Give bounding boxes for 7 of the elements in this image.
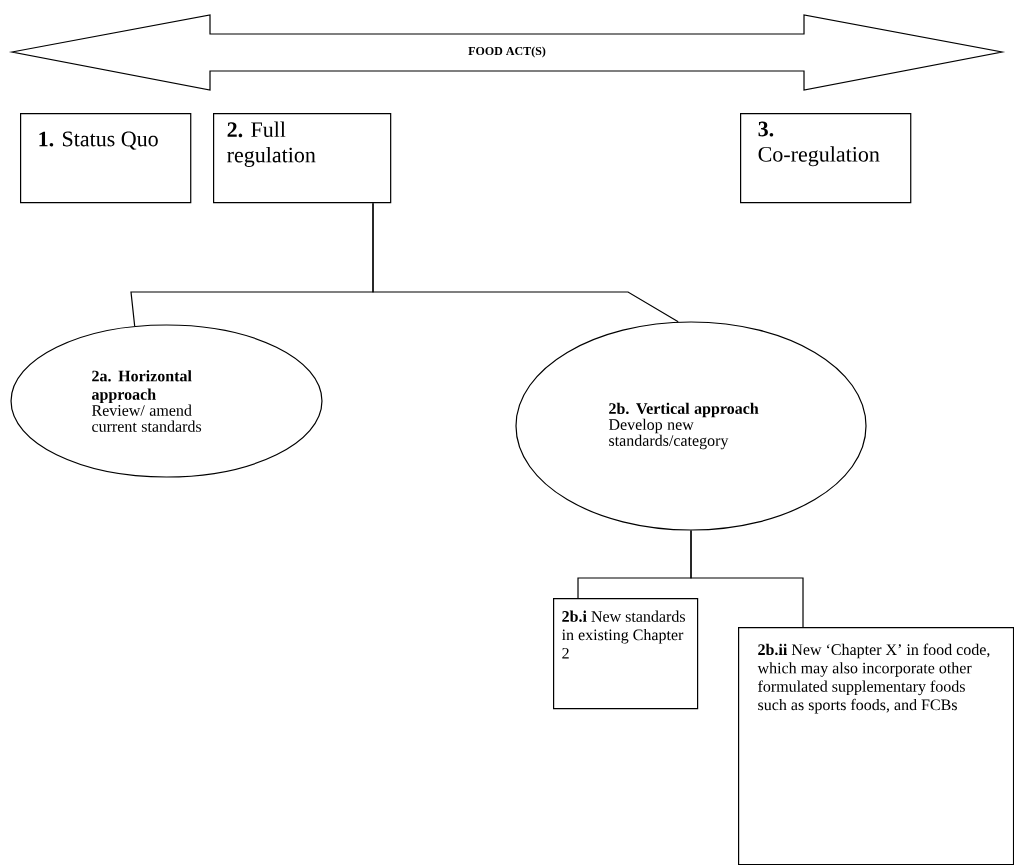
box: 2. Full regulation	[213, 113, 392, 204]
box: 2b.i New standards in existing Chapter 2	[553, 598, 699, 710]
connector-line	[372, 202, 679, 323]
connector-line	[690, 530, 804, 628]
box: 3. Co-regulation	[740, 113, 912, 204]
box: 1. Status Quo	[20, 113, 192, 204]
box: 2b.ii New ‘Chapter X’ in food code, which may also incorporate other formulated supplementary foods such as sports foods, and FCBs	[738, 627, 1014, 865]
